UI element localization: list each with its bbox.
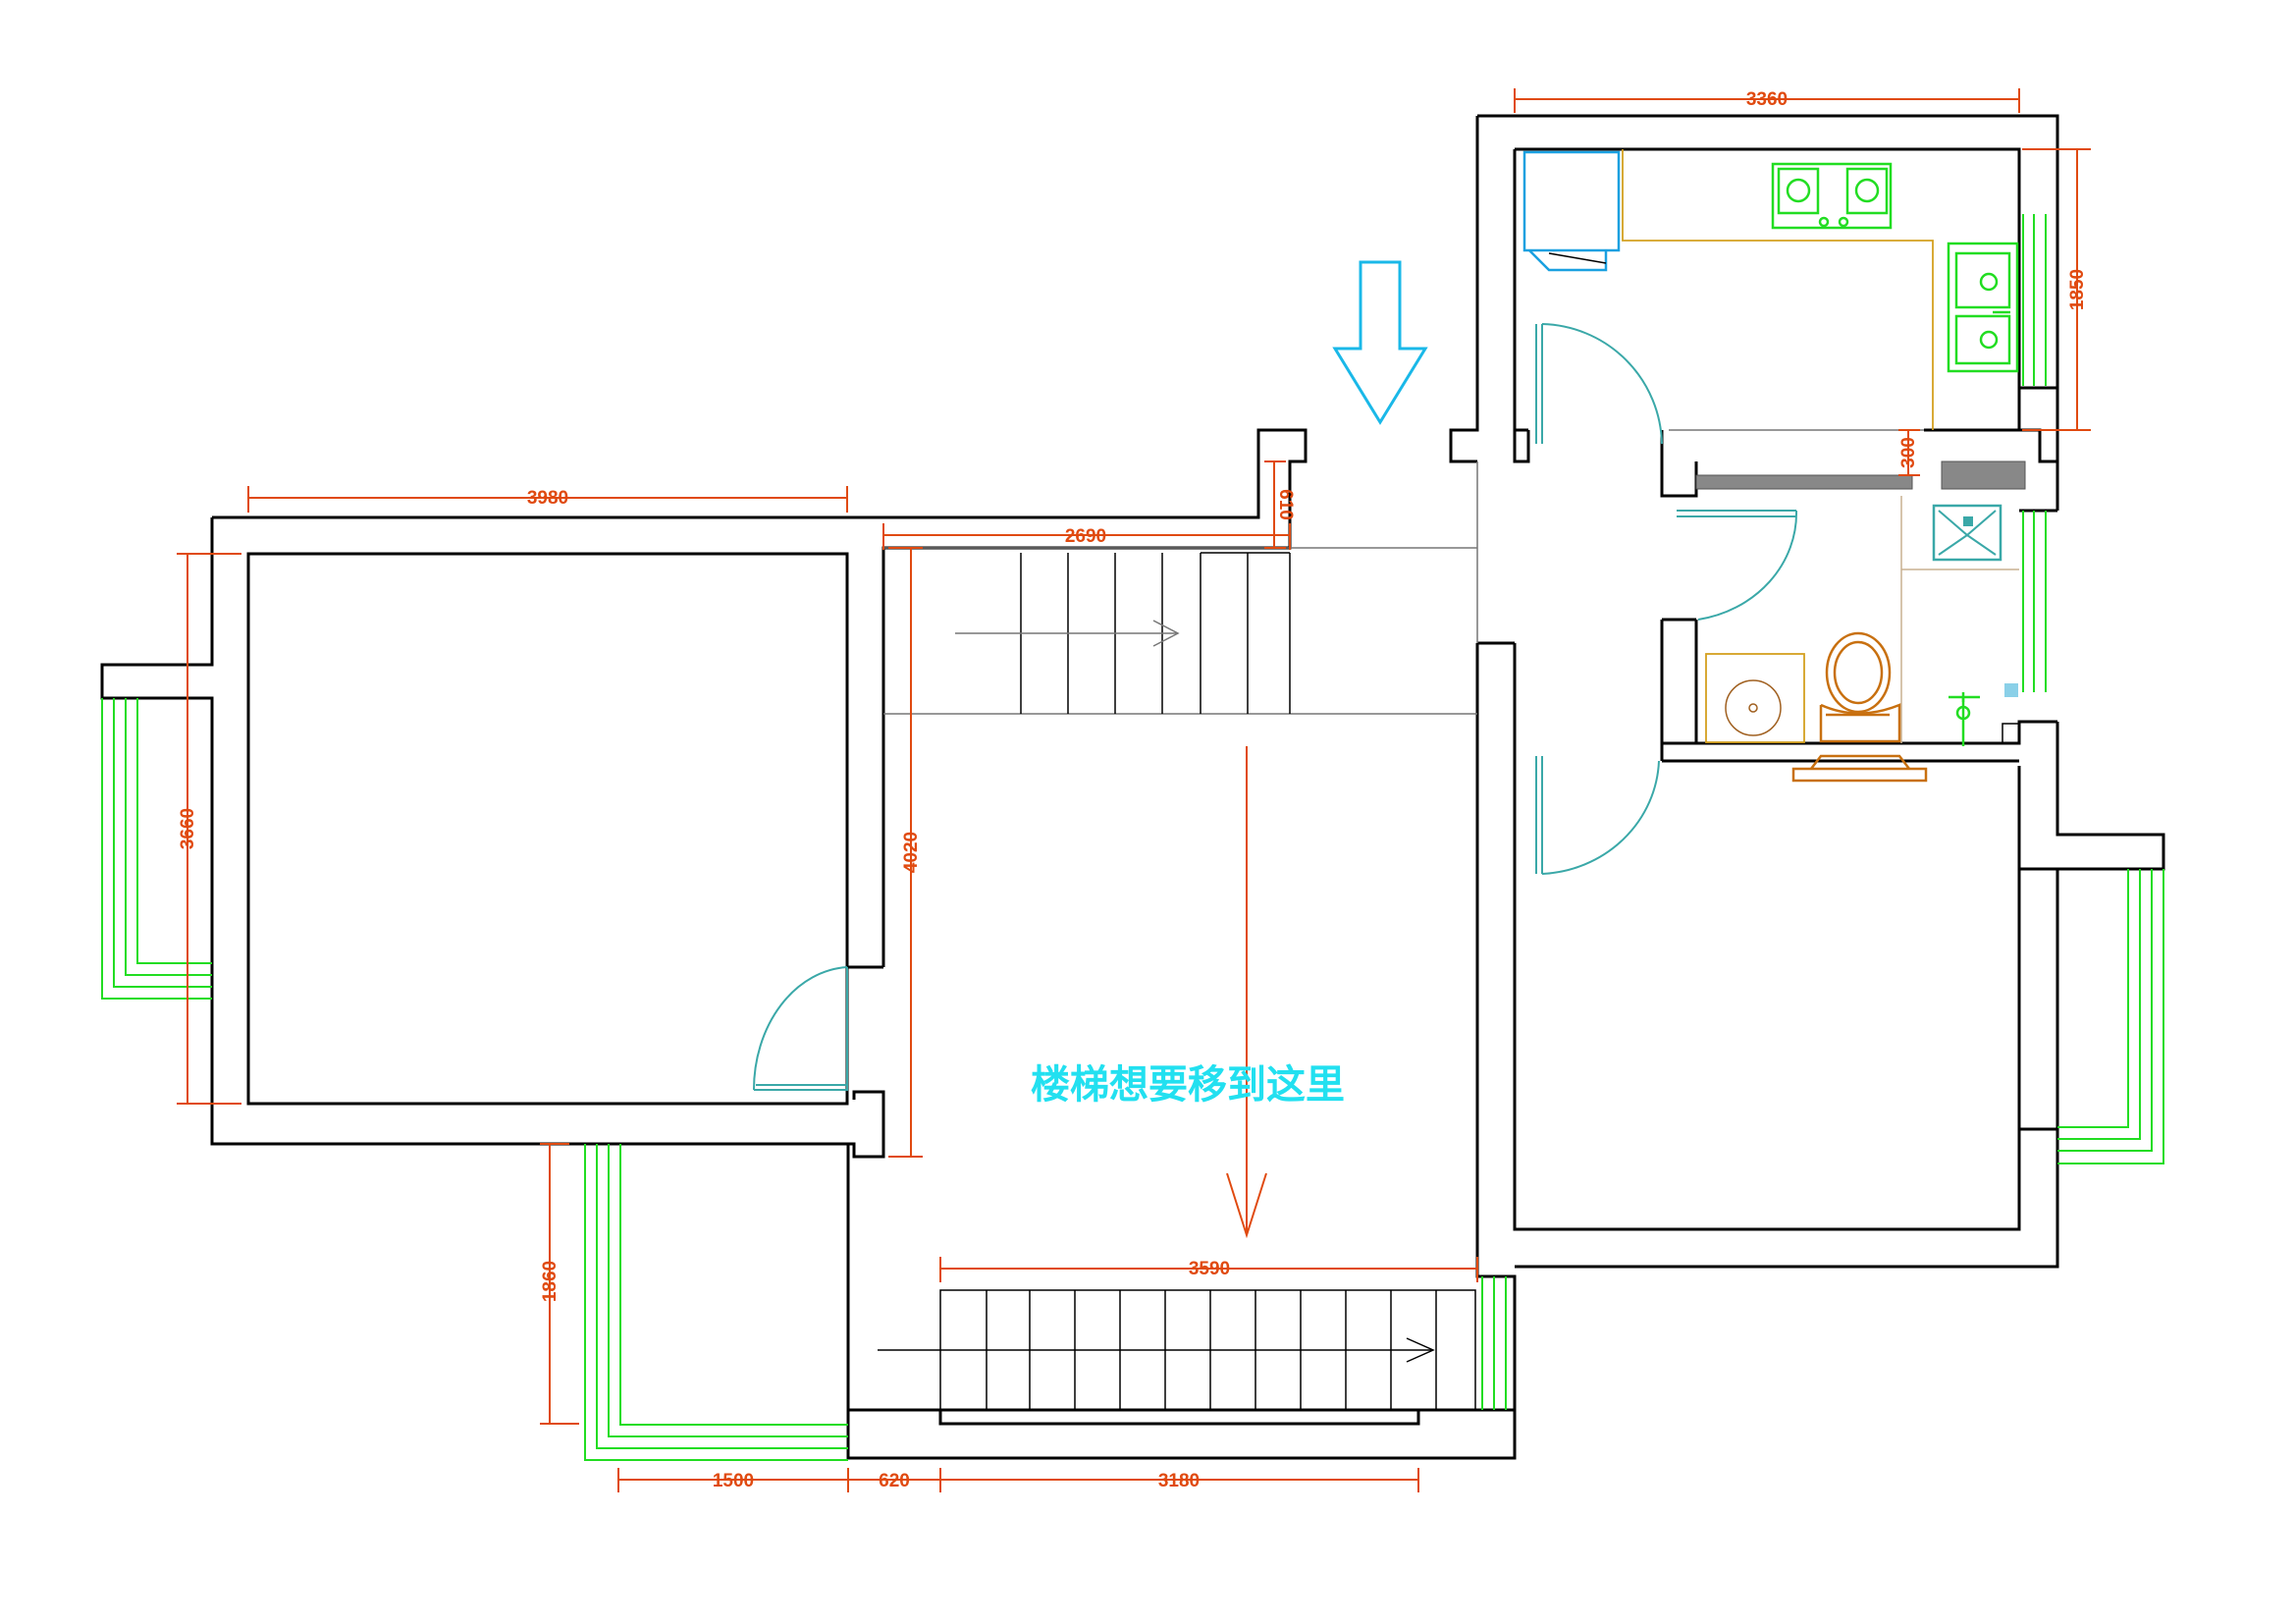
lower-stairs	[878, 1289, 1476, 1411]
fridge-icon	[1522, 150, 1621, 252]
bathroom-fixtures	[1705, 496, 2020, 783]
dimension-labels: 3980 2690 610 3360 1850 300 3660 4020 18…	[178, 89, 2088, 1491]
dim-3660: 3660	[178, 808, 198, 849]
dim-610: 610	[1275, 489, 1296, 520]
dim-1500: 1500	[713, 1471, 754, 1491]
floor-drain-icon	[2004, 683, 2018, 697]
dim-1850: 1850	[2067, 269, 2088, 310]
dim-2690: 2690	[1065, 526, 1106, 547]
shower-basin-icon	[1932, 504, 2002, 562]
dimension-lines	[177, 88, 2091, 1492]
dim-620: 620	[879, 1471, 910, 1491]
dim-3180: 3180	[1158, 1471, 1200, 1491]
toilet-icon	[1791, 631, 1928, 783]
dim-3590: 3590	[1189, 1259, 1230, 1279]
stair-hall-lines	[883, 429, 1924, 715]
dim-300: 300	[1898, 437, 1919, 468]
stove-icon	[1771, 162, 1893, 230]
washbasin-icon	[1705, 653, 1805, 743]
down-arrow-icon	[1332, 260, 1428, 425]
kitchen-sink-icon	[1947, 242, 2019, 373]
stair-relocation-note: 楼梯想要移到这里	[1031, 1062, 1345, 1108]
dim-4020: 4020	[901, 832, 922, 873]
shower-valve-icon	[1949, 692, 1980, 746]
dim-1860: 1860	[540, 1261, 561, 1302]
countertop	[1622, 149, 1934, 430]
hatched-wall	[1695, 460, 2026, 490]
relocation-arrow	[1226, 746, 1267, 1239]
dim-3980: 3980	[527, 488, 568, 509]
windows	[101, 214, 2164, 1461]
kitchen-fixtures	[1522, 149, 2019, 430]
upper-stairs	[955, 552, 1291, 714]
walls	[100, 114, 2165, 1460]
dim-3360: 3360	[1746, 89, 1788, 110]
doors	[752, 323, 1798, 1091]
